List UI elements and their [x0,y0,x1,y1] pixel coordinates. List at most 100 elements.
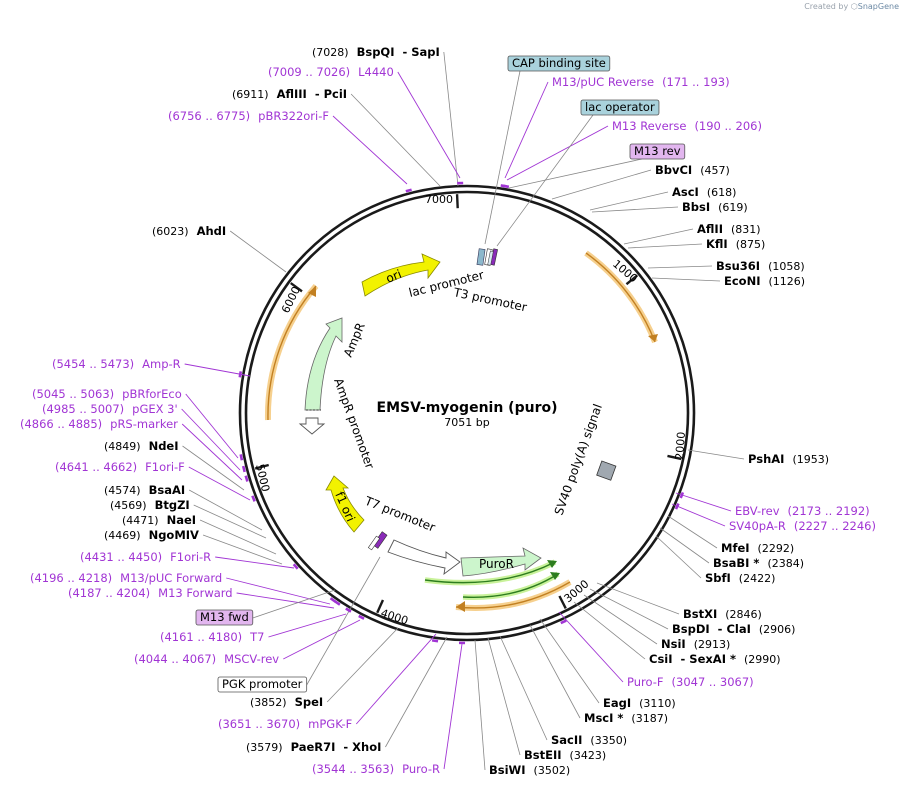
site-label-bsu36i: Bsu36I(1058) [716,259,805,273]
site-label-purof-part-0: Puro-F [627,675,664,689]
ampr-promoter-label: AmpR promoter [331,376,377,470]
site-label-bbsi-part-1: (619) [718,201,748,214]
site-label-f1orif-part-1: F1ori-F [145,460,185,474]
primer-mark-sv40pa [676,504,678,509]
site-label-aflIII7-part-0: (6911) [232,88,269,101]
site-label-nsii: NsiI(2913) [661,637,730,651]
site-label-ngomiv: (4469)NgoMIV [104,528,199,542]
site-label-ngomiv-part-1: NgoMIV [149,528,199,542]
site-label-ampr_p-part-0: (5454 .. 5473) [52,357,134,371]
site-label-bsiwi-part-1: (3502) [534,764,571,777]
leader-line-bsteii [488,638,520,755]
site-label-prs-part-0: (4866 .. 4885) [20,417,102,431]
primer-mark-pgex [243,466,244,472]
site-label-ndei-part-0: (4849) [104,440,141,453]
leader-line-aflIII7 [351,94,440,186]
site-label-sacii: SacII(3350) [551,733,627,747]
site-label-spei-part-0: (3852) [250,696,287,709]
site-label-m13puc_r-part-0: M13/pUC Reverse [552,75,654,89]
site-label-bbvci: BbvCI (457) [655,163,730,177]
site-label-pbr322-part-0: (6756 .. 6775) [168,109,250,123]
site-label-ndei: (4849)NdeI [104,439,179,453]
site-label-bspdi: BspDI- ClaI(2906) [672,622,795,636]
site-label-csii-part-2: (2990) [744,653,781,666]
primer-mark-prs [246,476,248,482]
site-label-bsaai: (4574) BsaAI [104,483,185,497]
leader-line-spei [327,628,398,702]
site-label-l4440-part-1: L4440 [358,65,394,79]
cap-site-mark [477,249,485,266]
site-label-ahdi-part-0: (6023) [152,225,189,238]
site-label-kfli-part-1: (875) [736,238,766,251]
site-label-bsabi: BsaBI *(2384) [713,556,804,570]
site-label-bsu36i-part-1: (1058) [768,260,805,273]
site-label-pgex: (4985 .. 5007)pGEX 3' [42,402,178,416]
site-label-msci-part-1: (3187) [631,712,668,725]
site-label-bbvci-part-1: (457) [700,164,730,177]
site-label-mfei: MfeI(2292) [721,541,794,555]
site-label-mpgk: (3651 .. 3670)mPGK-F [218,717,352,731]
site-label-aflii-part-0: AflII [697,222,723,236]
site-label-sbfi-part-0: SbfI [705,571,731,585]
site-label-ebv-part-1: (2173 .. 2192) [788,504,870,518]
primer-mark-f1orif [252,496,254,502]
feature-box-pgk: PGK promoter [218,677,307,692]
site-label-f1orif: (4641 .. 4662)F1ori-F [55,460,185,474]
leader-line-sv40pa [672,504,725,526]
leader-line-f1orir [215,557,294,568]
site-label-ahdi-part-1: AhdI [197,224,227,238]
site-label-bsteii: BstEII(3423) [524,748,606,762]
leader-line-kfli [628,244,702,248]
site-label-sbfi: SbfI(2422) [705,571,775,585]
feature-box-label-cap: CAP binding site [512,56,606,70]
site-label-msci-part-0: MscI * [584,711,623,725]
site-label-bsaai-part-0: (4574) [104,484,141,497]
leader-line-pbr322 [333,116,407,184]
site-label-sacii-part-0: SacII [551,733,582,747]
site-label-m13pucf: (4196 .. 4218)M13/pUC Forward [30,571,222,585]
site-label-l4440-part-0: (7009 .. 7026) [268,65,350,79]
feature-box-m13fwd: M13 fwd [196,610,253,625]
site-label-pshai-part-0: PshAI [748,452,784,466]
site-label-bsaai-part-1: BsaAI [149,483,186,497]
site-label-m13f: (4187 .. 4204)M13 Forward [68,586,233,600]
site-label-kfli: KflI(875) [706,237,765,251]
site-label-mscv: (4044 .. 4067)MSCV-rev [134,652,279,666]
site-label-nsii-part-1: (2913) [694,638,731,651]
leader-line-bbsi [592,207,678,212]
site-label-bspqi-part-2: - SapI [402,45,439,59]
site-label-puror_p: (3544 .. 3563)Puro-R [312,762,440,776]
site-label-m13f-part-0: (4187 .. 4204) [68,586,150,600]
site-label-eagi: EagI(3110) [603,696,676,710]
leader-line-m13r [507,126,608,180]
site-label-bsabi-part-1: (2384) [767,557,804,570]
site-label-purof: Puro-F(3047 .. 3067) [627,675,754,689]
leader-line-m13puc_r [505,82,548,178]
site-label-naei-part-1: NaeI [167,513,196,527]
site-label-bspdi-part-1: - ClaI [718,622,751,636]
site-label-bstxi: BstXI(2846) [683,607,762,621]
credit-prefix: Created by [804,2,848,11]
leader-line-econi [652,278,720,281]
site-label-pbr322-part-1: pBR322ori-F [258,109,329,123]
leader-line-t7 [268,614,346,637]
site-label-naei: (4471)NaeI [122,513,196,527]
plasmid-name: EMSV-myogenin (puro) [377,400,558,416]
sv40-polya-label: SV40 poly(A) signal [552,402,605,517]
site-label-mpgk-part-1: mPGK-F [308,717,352,731]
site-label-paer7i-part-0: (3579) [246,741,283,754]
ampr-arrow [305,318,342,410]
primer-mark-ebv [681,492,683,498]
leader-line-paer7i [385,637,447,747]
site-label-pgex-part-0: (4985 .. 5007) [42,402,124,416]
site-label-prs-part-1: pRS-marker [110,417,178,431]
site-label-bbvci-part-0: BbvCI [655,163,692,177]
t7-marks [368,532,387,550]
leader-line-bspqi [444,52,458,186]
site-label-bspqi-part-0: (7028) [312,46,349,59]
site-label-pbrfor: (5045 .. 5063)pBRforEco [32,387,182,401]
primer-mark-ampr_p [240,371,241,377]
site-label-pshai: PshAI(1953) [748,452,829,466]
leader-line-eagi [540,619,599,703]
site-label-m13puc_r-part-1: (171 .. 193) [662,75,730,89]
